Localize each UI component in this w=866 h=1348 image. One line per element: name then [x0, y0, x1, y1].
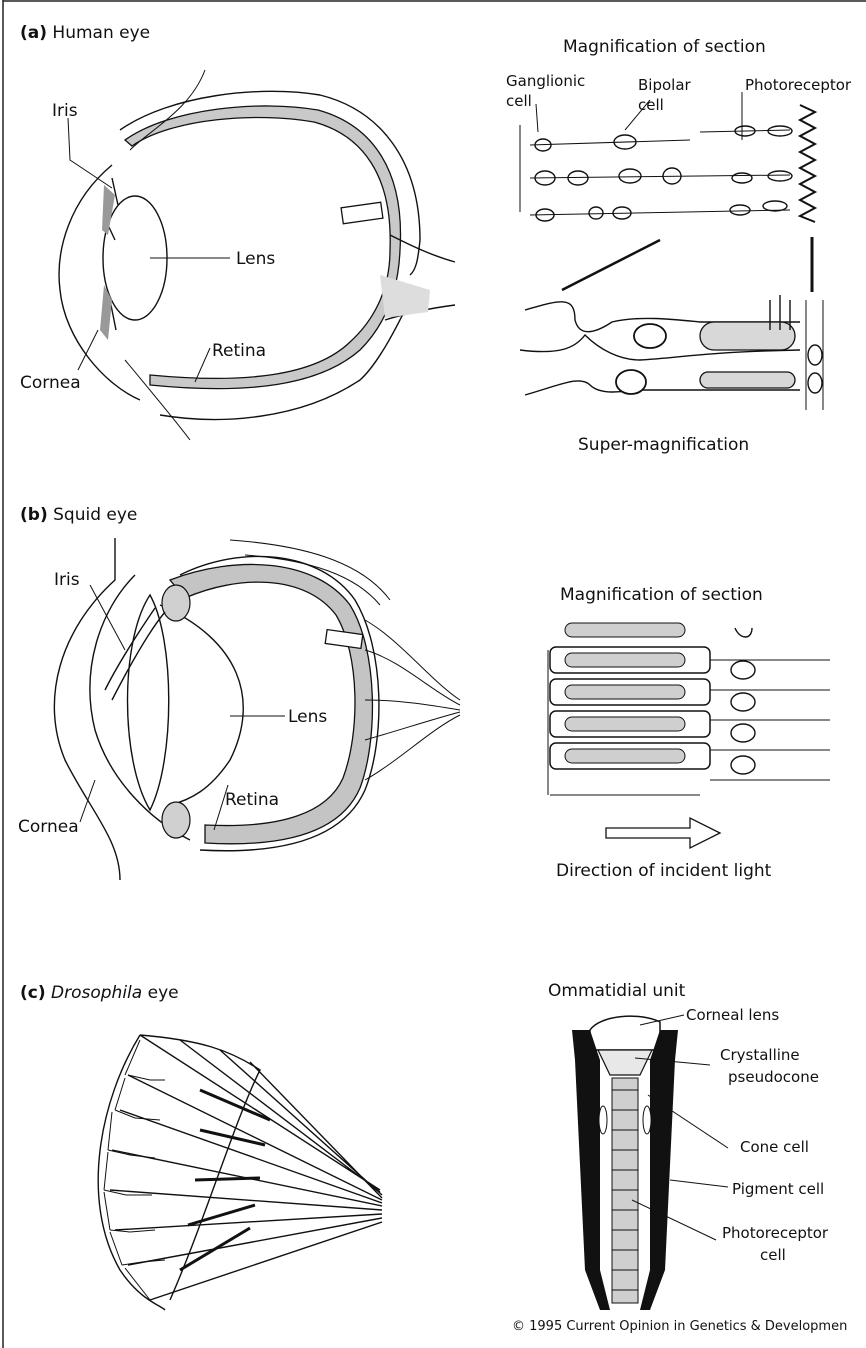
human-cornea-label: Cornea — [20, 373, 81, 393]
squid-optic-nerve-fibers — [365, 620, 460, 780]
ommatidium-nucleus-right — [643, 1106, 651, 1134]
super-pigment-upper — [808, 345, 822, 365]
super-outer-segment-upper — [700, 322, 795, 350]
squid-lens-label: Lens — [288, 707, 327, 727]
panel-a-heading: (a) Human eye — [20, 23, 150, 43]
ommatidium-corneal-lens — [590, 1016, 660, 1050]
cell-row-3 — [530, 201, 790, 221]
bipolar-label-line1: Bipolar — [638, 76, 692, 94]
squid-eye-drawing — [54, 538, 460, 880]
ganglionic-label-line1: Ganglionic — [506, 72, 585, 90]
ommatidium-pseudocone — [598, 1050, 652, 1075]
human-lower-lid-line — [125, 360, 190, 440]
copyright-notice: © 1995 Current Opinion in Genetics & Dev… — [512, 1319, 847, 1334]
human-retina-leader — [195, 348, 210, 382]
squid-photoreceptor-section-drawing — [548, 623, 830, 795]
photoreceptor-cell-leader — [632, 1200, 716, 1240]
retina-cell-layers-drawing — [520, 92, 815, 292]
human-optic-disc — [380, 275, 430, 318]
squid-ciliary-upper — [162, 585, 190, 621]
ganglionic-label-line2: cell — [506, 92, 532, 110]
human-section-box — [341, 202, 383, 223]
ommatidium-pigment-left — [572, 1030, 610, 1310]
zoom-connector-line — [562, 240, 660, 290]
incident-light-caption: Direction of incident light — [556, 861, 772, 881]
super-outer-segment-lower — [700, 372, 795, 388]
photoreceptor-cell-label-line2: cell — [760, 1246, 786, 1264]
ommatidial-unit-title: Ommatidial unit — [548, 981, 686, 1001]
panel-c-heading: (c) Drosophila eye — [20, 983, 179, 1003]
squid-iris-leader — [90, 585, 125, 650]
pigment-cell-label: Pigment cell — [732, 1180, 824, 1198]
human-iris-leader — [68, 118, 112, 188]
super-nucleus-upper — [634, 324, 666, 348]
drosophila-compound-eye-drawing — [98, 1035, 382, 1310]
squid-ciliary-lower — [162, 802, 190, 838]
photoreceptor-outer-segments — [800, 105, 815, 222]
squid-lens-back — [160, 605, 243, 805]
ommatidium-nucleus-left — [599, 1106, 607, 1134]
super-nucleus-lower — [616, 370, 646, 394]
incident-light-arrow — [606, 818, 720, 848]
squid-nuclei — [731, 628, 755, 774]
squid-magnification-title: Magnification of section — [560, 585, 763, 605]
photoreceptor-cell-label-line1: Photoreceptor — [722, 1224, 829, 1242]
ommatidium-drawing — [572, 1015, 728, 1310]
super-magnification-drawing — [520, 295, 823, 410]
ommatidia-rays — [110, 1035, 382, 1300]
squid-lens-front — [128, 595, 169, 810]
squid-receptor-rows — [550, 623, 710, 769]
super-pigment-lower — [808, 373, 822, 393]
corneal-lens-label: Corneal lens — [686, 1006, 779, 1024]
human-retina-label: Retina — [212, 341, 266, 361]
photoreceptor-label: Photoreceptor — [745, 76, 852, 94]
corneal-hexagon-grid — [104, 1040, 165, 1300]
squid-retina-label: Retina — [225, 790, 279, 810]
human-cornea-leader — [78, 330, 98, 370]
cone-cell-label: Cone cell — [740, 1138, 809, 1156]
squid-cornea-leader — [80, 780, 95, 822]
cell-row-2 — [530, 168, 792, 185]
pigment-cell-leader — [670, 1180, 728, 1187]
human-magnification-title: Magnification of section — [563, 37, 766, 57]
squid-cornea-label: Cornea — [18, 817, 79, 837]
crystalline-label-line1: Crystalline — [720, 1046, 800, 1064]
human-iris-label: Iris — [52, 101, 78, 121]
super-magnification-title: Super-magnification — [578, 435, 749, 455]
panel-b: (b) Squid eye Iris Lens Retina Cornea Ma… — [18, 505, 830, 881]
cell-row-1 — [530, 126, 792, 151]
panel-b-heading: (b) Squid eye — [20, 505, 137, 525]
ommatidium-pigment-right — [640, 1030, 678, 1310]
panel-a: (a) Human eye — [20, 23, 852, 455]
bipolar-label-line2: cell — [638, 96, 664, 114]
human-lens-label: Lens — [236, 249, 275, 269]
squid-axons — [710, 660, 830, 780]
crystalline-label-line2: pseudocone — [728, 1068, 819, 1086]
panel-c: (c) Drosophila eye Ommatidial unit — [20, 981, 829, 1310]
squid-iris-label: Iris — [54, 570, 80, 590]
